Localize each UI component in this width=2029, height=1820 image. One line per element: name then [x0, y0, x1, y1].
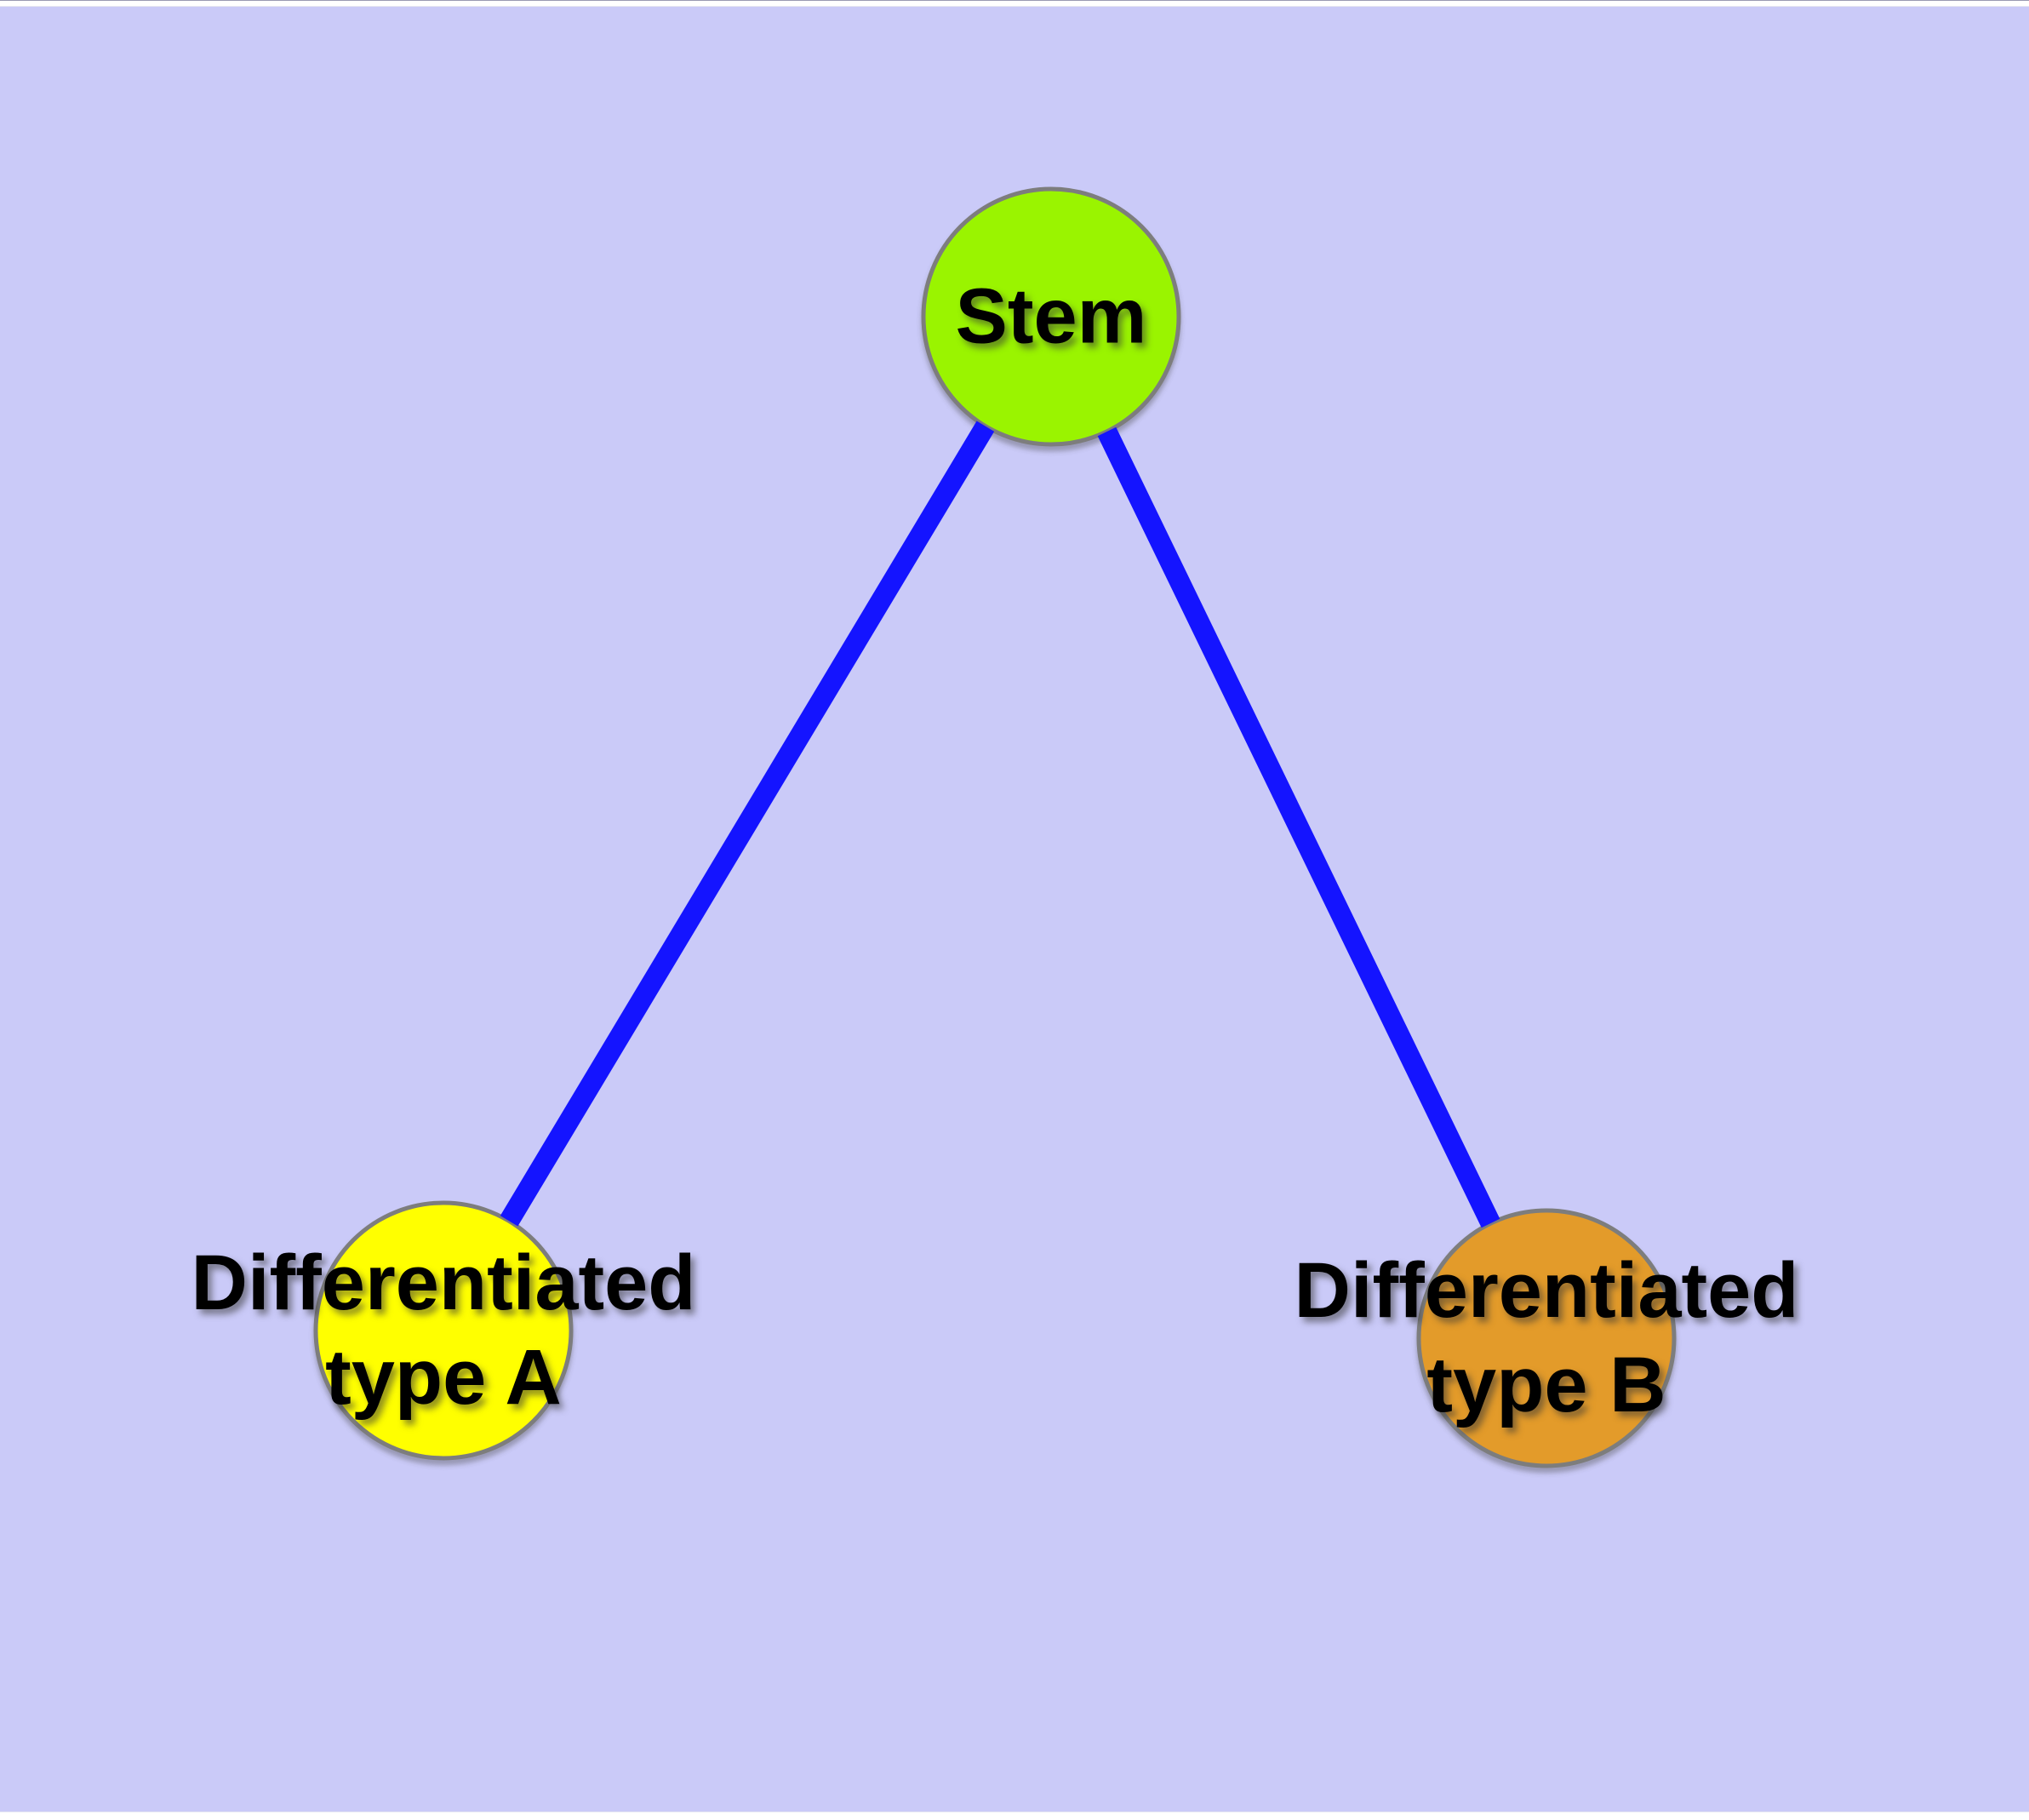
window-bottom-edge: [0, 1811, 2029, 1820]
node-circle-differentiated-type-b: [1416, 1208, 1677, 1468]
window-top-edge: [0, 0, 2029, 7]
node-circle-stem: [921, 186, 1181, 447]
edge-stem-to-type-b: [1097, 426, 1500, 1228]
edge-stem-to-type-a: [500, 421, 995, 1227]
node-circle-differentiated-type-a: [313, 1200, 574, 1461]
